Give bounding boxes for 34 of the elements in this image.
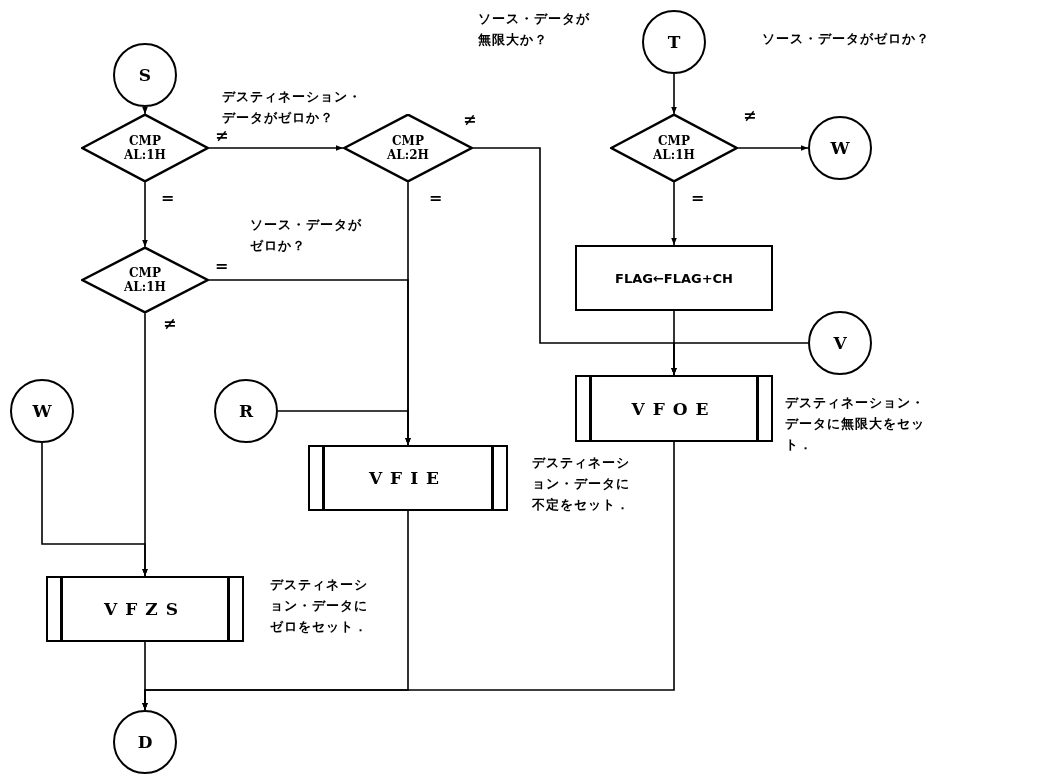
note-text: ソース・データがゼロか？	[250, 216, 362, 255]
subroutine-box: VFIE	[308, 445, 508, 511]
edge-label: ≠	[462, 112, 478, 128]
connector-circle: S	[113, 43, 177, 107]
decision-diamond: CMP AL:1H	[81, 114, 209, 182]
arrow	[277, 410, 411, 446]
arrow	[41, 442, 148, 577]
edge-label: ≠	[214, 128, 230, 144]
connector-circle: R	[214, 379, 278, 443]
connector-circle: T	[642, 10, 706, 74]
note-text: ソース・データが無限大か？	[478, 10, 591, 49]
arrow	[671, 73, 677, 115]
decision-diamond: CMP AL:1H	[81, 247, 209, 313]
arrow	[208, 145, 344, 151]
connector-circle: D	[113, 710, 177, 774]
edge-label: ≠	[162, 316, 178, 332]
arrow	[671, 342, 809, 376]
note-text: デスティネーション・データに無限大をセット．	[785, 394, 926, 454]
note-text: デスティネーション・データにゼロをセット．	[270, 576, 369, 636]
subroutine-box: VFZS	[46, 576, 244, 642]
subroutine-box: VFOE	[575, 375, 773, 442]
arrow	[142, 106, 148, 115]
arrow	[671, 181, 677, 246]
note-text: デスティネーション・データに不定をセット．	[532, 454, 631, 514]
connector-circle: W	[808, 116, 872, 180]
connector-circle: V	[808, 311, 872, 375]
arrow	[142, 181, 148, 248]
edge-label: ≠	[742, 108, 758, 124]
arrow	[142, 441, 675, 711]
process-box: FLAG←FLAG+CH	[575, 245, 773, 311]
arrow	[737, 145, 809, 151]
connector-circle: W	[10, 379, 74, 443]
note-text: ソース・データがゼロか？	[762, 30, 931, 48]
decision-diamond: CMP AL:1H	[610, 114, 738, 182]
